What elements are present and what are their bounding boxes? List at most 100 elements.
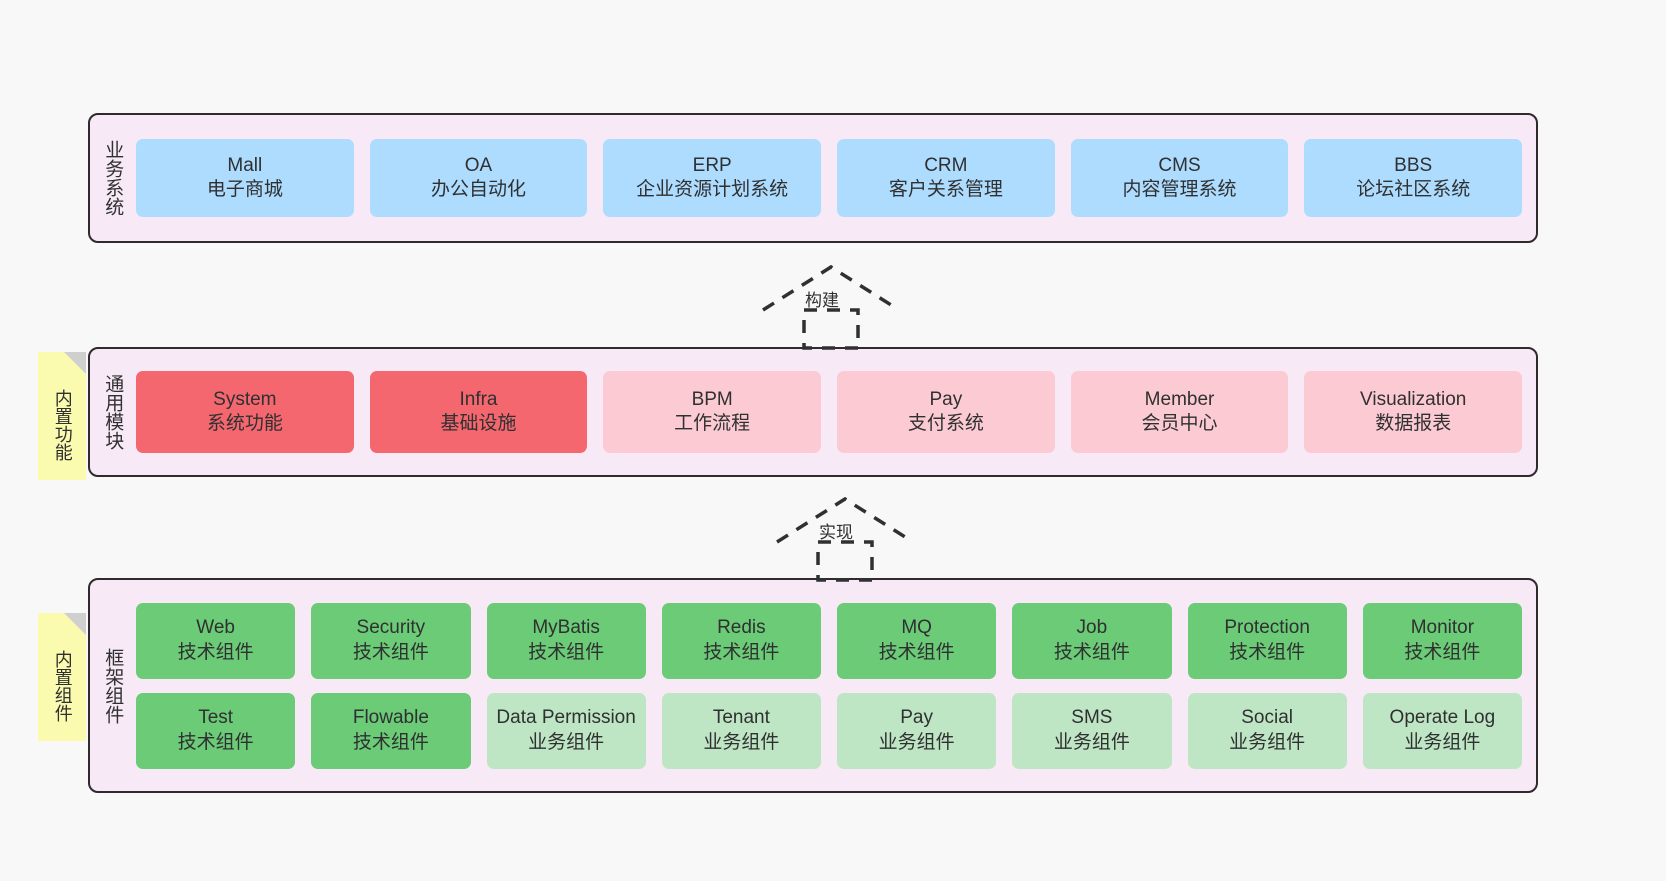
card-member[interactable]: Member 会员中心	[1070, 371, 1289, 453]
card-social[interactable]: Social 业务组件	[1187, 692, 1347, 769]
layer-modules-title: 通用模块	[102, 374, 124, 450]
card-mybatis-sub: 技术组件	[528, 641, 605, 663]
card-tenant-sub: 业务组件	[703, 731, 780, 753]
card-pay-module-title: Pay	[929, 388, 963, 410]
card-crm[interactable]: CRM 客户关系管理	[837, 139, 1055, 217]
card-job[interactable]: Job 技术组件	[1012, 602, 1172, 679]
card-bbs-title: BBS	[1394, 154, 1433, 176]
card-erp[interactable]: ERP 企业资源计划系统	[603, 139, 822, 217]
card-member-sub: 会员中心	[1141, 413, 1218, 434]
card-security-sub: 技术组件	[352, 641, 429, 663]
card-mall[interactable]: Mall 电子商城	[136, 139, 354, 217]
note-builtin-components-label: 内置组件	[52, 650, 73, 722]
card-test-title: Test	[198, 707, 234, 729]
card-redis-sub: 技术组件	[703, 641, 780, 663]
card-infra-sub: 基础设施	[440, 413, 517, 434]
card-protection-sub: 技术组件	[1229, 641, 1306, 663]
card-oa-title: OA	[464, 154, 493, 176]
card-system-sub: 系统功能	[206, 413, 283, 434]
card-data-permission[interactable]: Data Permission 业务组件	[486, 692, 646, 769]
card-erp-sub: 企业资源计划系统	[636, 179, 789, 200]
card-security-title: Security	[356, 617, 426, 639]
card-crm-sub: 客户关系管理	[888, 179, 1003, 200]
card-bpm-title: BPM	[691, 388, 733, 410]
card-infra-title: Infra	[459, 388, 498, 410]
card-visualization-sub: 数据报表	[1375, 413, 1452, 434]
layer-business-body: Mall 电子商城 OA 办公自动化 ERP 企业资源计划系统 CRM 客户关系…	[134, 115, 1536, 241]
card-tenant-title: Tenant	[712, 707, 770, 729]
card-tenant[interactable]: Tenant 业务组件	[661, 692, 821, 769]
card-flowable-title: Flowable	[352, 707, 429, 729]
card-bbs-sub: 论坛社区系统	[1356, 179, 1471, 200]
card-operate-log[interactable]: Operate Log 业务组件	[1362, 692, 1522, 769]
card-web-title: Web	[196, 617, 235, 639]
card-social-sub: 业务组件	[1229, 731, 1306, 753]
card-mall-title: Mall	[227, 154, 263, 176]
card-sms-sub: 业务组件	[1053, 731, 1130, 753]
layer-framework-components: 框架组件 Web 技术组件 Security 技术组件 MyBatis 技术组件…	[88, 578, 1538, 793]
card-flowable[interactable]: Flowable 技术组件	[311, 692, 471, 769]
card-visualization[interactable]: Visualization 数据报表	[1304, 371, 1523, 453]
card-job-sub: 技术组件	[1053, 641, 1130, 663]
business-card-row: Mall 电子商城 OA 办公自动化 ERP 企业资源计划系统 CRM 客户关系…	[136, 139, 1523, 217]
card-cms-sub: 内容管理系统	[1122, 179, 1237, 200]
card-monitor[interactable]: Monitor 技术组件	[1362, 602, 1522, 679]
connector-build: 构建	[758, 262, 904, 350]
note-builtin-features-label: 内置功能	[52, 389, 73, 461]
card-bpm[interactable]: BPM 工作流程	[603, 371, 822, 453]
card-social-title: Social	[1241, 707, 1293, 729]
card-flowable-sub: 技术组件	[352, 731, 429, 753]
card-mall-sub: 电子商城	[206, 179, 283, 200]
card-mq-sub: 技术组件	[878, 641, 955, 663]
card-job-title: Job	[1076, 617, 1108, 639]
layer-business-systems: 业务系统 Mall 电子商城 OA 办公自动化 ERP 企业资源计划系统 CRM…	[88, 113, 1538, 243]
card-data-permission-title: Data Permission	[496, 707, 636, 729]
card-monitor-sub: 技术组件	[1404, 641, 1481, 663]
card-member-title: Member	[1144, 388, 1215, 410]
layer-framework-body: Web 技术组件 Security 技术组件 MyBatis 技术组件 Redi…	[134, 580, 1536, 791]
framework-business-row: Test 技术组件 Flowable 技术组件 Data Permission …	[136, 692, 1522, 769]
card-erp-title: ERP	[692, 154, 732, 176]
note-builtin-components: 内置组件	[38, 613, 86, 741]
card-data-permission-sub: 业务组件	[528, 731, 605, 753]
card-test-sub: 技术组件	[177, 731, 254, 753]
card-cms[interactable]: CMS 内容管理系统	[1070, 139, 1289, 217]
card-crm-title: CRM	[924, 154, 968, 176]
card-system-title: System	[213, 388, 277, 410]
card-mq[interactable]: MQ 技术组件	[837, 602, 997, 679]
note-builtin-features: 内置功能	[38, 352, 86, 480]
connector-implement: 实现	[772, 494, 918, 582]
layer-modules-body: System 系统功能 Infra 基础设施 BPM 工作流程 Pay 支付系统…	[134, 349, 1536, 475]
layer-business-title: 业务系统	[102, 140, 124, 216]
card-web[interactable]: Web 技术组件	[136, 602, 296, 679]
card-pay-component[interactable]: Pay 业务组件	[837, 692, 997, 769]
card-bpm-sub: 工作流程	[674, 413, 751, 434]
card-sms-title: SMS	[1071, 707, 1113, 729]
card-pay-module[interactable]: Pay 支付系统	[837, 371, 1055, 453]
build-arrowhead-icon	[762, 264, 900, 312]
module-card-row: System 系统功能 Infra 基础设施 BPM 工作流程 Pay 支付系统…	[136, 371, 1523, 453]
card-protection[interactable]: Protection 技术组件	[1187, 602, 1347, 679]
card-cms-title: CMS	[1158, 154, 1201, 176]
card-redis-title: Redis	[717, 617, 766, 639]
card-monitor-title: Monitor	[1410, 617, 1475, 639]
card-redis[interactable]: Redis 技术组件	[661, 602, 821, 679]
card-infra[interactable]: Infra 基础设施	[369, 371, 588, 453]
card-bbs[interactable]: BBS 论坛社区系统	[1304, 139, 1523, 217]
build-shaft-icon	[802, 308, 860, 350]
card-oa[interactable]: OA 办公自动化	[369, 139, 588, 217]
implement-shaft-icon	[816, 540, 874, 582]
layer-common-modules: 通用模块 System 系统功能 Infra 基础设施 BPM 工作流程 Pay…	[88, 347, 1538, 477]
card-security[interactable]: Security 技术组件	[311, 602, 471, 679]
card-visualization-title: Visualization	[1360, 388, 1467, 410]
card-oa-sub: 办公自动化	[431, 179, 527, 200]
card-system[interactable]: System 系统功能	[136, 371, 354, 453]
card-mq-title: MQ	[901, 617, 932, 639]
connector-build-label: 构建	[805, 291, 839, 310]
card-test[interactable]: Test 技术组件	[136, 692, 296, 769]
card-protection-title: Protection	[1224, 617, 1310, 639]
card-web-sub: 技术组件	[177, 641, 254, 663]
card-sms[interactable]: SMS 业务组件	[1012, 692, 1172, 769]
card-mybatis[interactable]: MyBatis 技术组件	[486, 602, 646, 679]
